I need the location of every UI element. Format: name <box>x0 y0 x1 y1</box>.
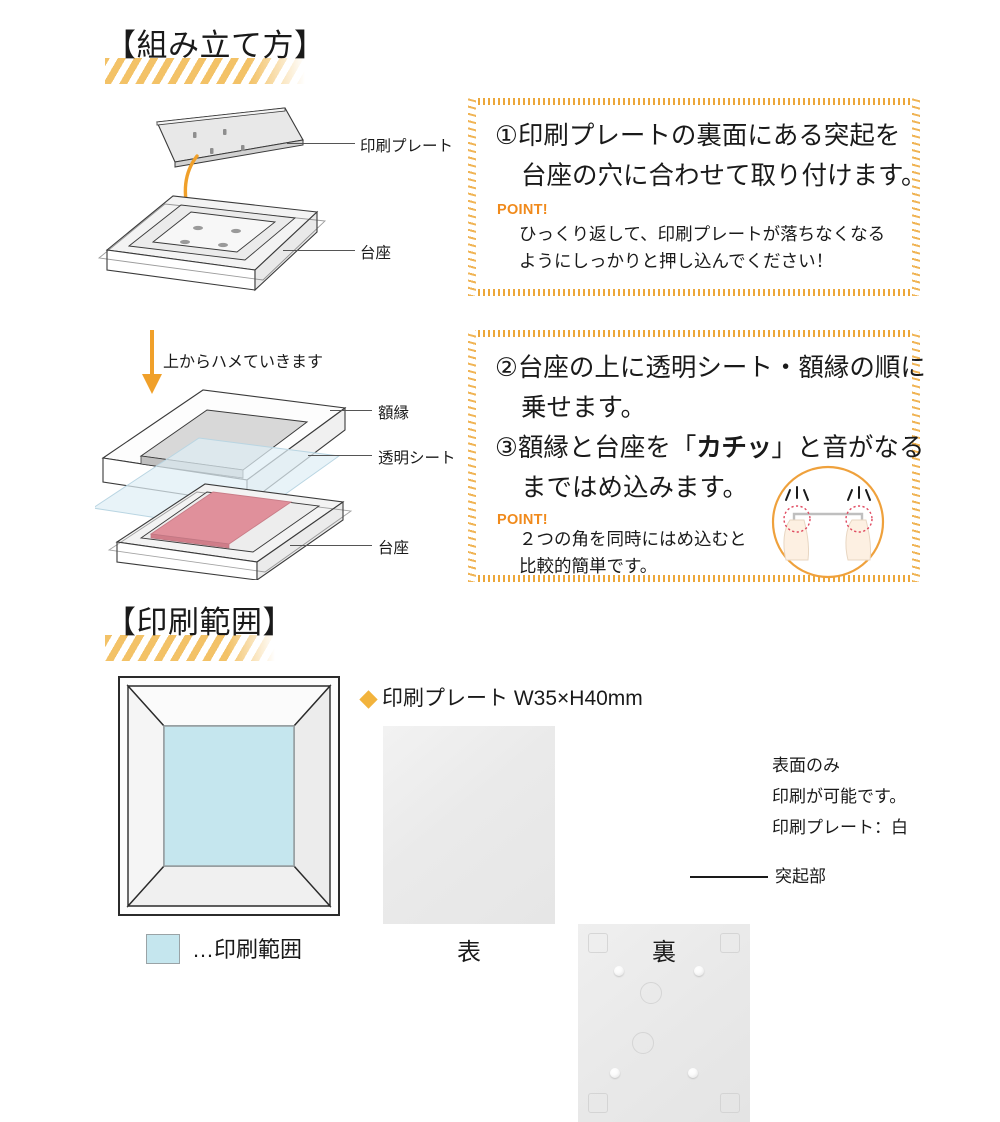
assembly-heading: 【組み立て方】 <box>105 28 326 63</box>
plate-bump <box>614 966 624 976</box>
diagram-frame-sheet-base <box>95 389 353 580</box>
box-edge-bottom <box>468 575 920 582</box>
label-print-plate: 印刷プレート <box>360 138 454 155</box>
box-edge-left <box>468 330 476 582</box>
step-3-text-pre: ③額縁と台座を「 <box>495 434 697 462</box>
center-mark-icon <box>640 982 662 1004</box>
step-2-line-1: ②台座の上に透明シート・額縁の順に <box>495 354 926 382</box>
plate-size-text: 印刷プレート W35×H40mm <box>382 687 643 710</box>
leader-line-clear-sheet <box>308 455 372 456</box>
plate-caption-back: 裏 <box>652 939 676 966</box>
step-2-point-line-2: 比較的簡単です。 <box>519 556 658 576</box>
legend-label-print-area: …印刷範囲 <box>192 937 303 962</box>
label-base: 台座 <box>360 245 392 262</box>
hands-pressing-corners-illustration <box>771 465 885 579</box>
print-area-heading-stripe <box>105 635 275 661</box>
label-bump: 突起部 <box>775 867 826 886</box>
step-1-box: ①印刷プレートの裏面にある突起を 台座の穴に合わせて取り付けます。 POINT!… <box>468 98 926 296</box>
diagram-plate-into-base <box>97 107 327 292</box>
assembly-heading-stripe <box>105 58 305 84</box>
frame-print-area-illustration <box>118 676 340 916</box>
step-3-text-post: 」と音がなる <box>771 434 925 462</box>
step-3-emphasis: カチッ <box>696 433 772 463</box>
step-2-point-line-1: ２つの角を同時にはめ込むと <box>519 529 747 549</box>
step-2-line-2: 乗せます。 <box>521 394 646 422</box>
step-3-line-2: まではめ込みます。 <box>521 474 748 502</box>
plate-bump <box>688 1068 698 1078</box>
plate-bump <box>694 966 704 976</box>
leader-line-frame <box>330 410 372 411</box>
box-edge-right <box>912 98 920 296</box>
corner-mark-icon <box>720 1093 740 1113</box>
box-edge-right <box>912 330 920 582</box>
corner-mark-icon <box>720 933 740 953</box>
leader-line-bump <box>690 876 768 878</box>
step-1-point-label: POINT! <box>497 202 548 218</box>
box-edge-top <box>468 98 920 105</box>
step-1-point-line-1: ひっくり返して、印刷プレートが落ちなくなる <box>519 224 886 244</box>
side-note-line-3: 印刷プレート：白 <box>772 818 908 837</box>
step-3-line-1: ③額縁と台座を「カチッ」と音がなる <box>495 428 924 468</box>
plate-size-title: 印刷プレート W35×H40mm <box>359 682 643 712</box>
leader-line-print-plate <box>287 143 355 144</box>
note-insert-from-above: 上からハメていきます <box>163 354 324 371</box>
box-edge-top <box>468 330 920 337</box>
legend-swatch-print-area <box>146 934 180 964</box>
box-edge-left <box>468 98 476 296</box>
leader-line-base-2 <box>290 545 372 546</box>
step-2-box: ②台座の上に透明シート・額縁の順に 乗せます。 ③額縁と台座を「カチッ」と音がな… <box>468 330 926 582</box>
plate-caption-front: 表 <box>457 939 481 966</box>
step-2-point-label: POINT! <box>497 512 548 528</box>
plate-photo-front <box>383 726 555 924</box>
step-1-line-2: 台座の穴に合わせて取り付けます。 <box>521 162 927 190</box>
center-mark-icon <box>632 1032 654 1054</box>
insert-direction-arrow <box>142 330 162 394</box>
print-area-heading: 【印刷範囲】 <box>105 605 294 640</box>
step-1-point-line-2: ようにしっかりと押し込んでください！ <box>519 251 834 271</box>
leader-line-base <box>283 250 355 251</box>
box-edge-bottom <box>468 289 920 296</box>
label-base-2: 台座 <box>378 540 410 557</box>
corner-mark-icon <box>588 933 608 953</box>
side-note-line-2: 印刷が可能です。 <box>772 787 907 806</box>
corner-mark-icon <box>588 1093 608 1113</box>
side-note-line-1: 表面のみ <box>772 756 840 775</box>
label-frame: 額縁 <box>378 405 410 422</box>
diamond-bullet-icon <box>359 690 378 709</box>
plate-bump <box>610 1068 620 1078</box>
step-1-line-1: ①印刷プレートの裏面にある突起を <box>495 122 901 150</box>
label-clear-sheet: 透明シート <box>378 450 456 467</box>
